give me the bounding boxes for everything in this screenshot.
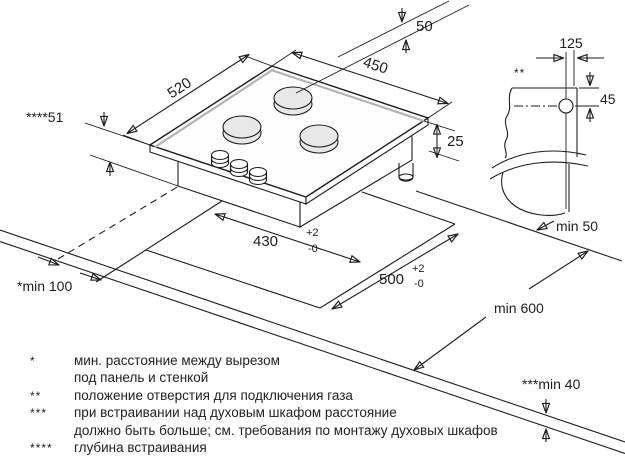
footnote-text: должно быть больше; см. требования по мо…	[74, 422, 498, 438]
dim-25-label: 25	[447, 133, 464, 150]
footnote-row: *** при встраивании над духовым шкафом р…	[30, 404, 600, 421]
cutout-right-edge	[361, 191, 456, 225]
dim-min100: *min 100	[17, 256, 101, 294]
dim-25-ext-1	[423, 120, 456, 132]
knob-3	[248, 166, 268, 186]
control-knobs	[210, 149, 268, 186]
footnote-row: под панель и стенкой	[30, 369, 600, 386]
dim-450-label: 450	[361, 54, 390, 78]
dim-500-label: 500	[379, 271, 404, 288]
dim-min40: ***min 40	[522, 376, 581, 442]
dim-500-tol-plus: +2	[412, 263, 425, 275]
knob-1	[210, 149, 230, 169]
dim-430-tol-plus: +2	[306, 227, 319, 239]
dim-450-line	[292, 53, 448, 104]
worktop-rear-edge	[415, 190, 623, 262]
dim-50: 50	[295, 0, 470, 94]
dim-500-line	[332, 234, 458, 309]
footnote-marker: **	[30, 388, 42, 403]
dim-500-tol-minus: -0	[414, 278, 424, 290]
footnote-text: положение отверстия для подключения газа	[74, 387, 353, 403]
burner-left	[222, 115, 262, 139]
burner-rear	[273, 86, 313, 110]
footnote-marker: ***	[30, 406, 48, 421]
cutout-front-edge	[319, 223, 456, 309]
footnote-text: мин. расстояние между вырезом	[74, 353, 280, 368]
footnote-text: при встраивании над духовым шкафом расст…	[74, 405, 397, 421]
dim-450: 450	[271, 49, 453, 119]
detail-break-curve-2	[489, 161, 589, 180]
footnotes: * мин. расстояние между вырезом под пане…	[30, 352, 600, 456]
min100-label: *min 100	[17, 278, 72, 294]
dim-min50: min 50	[537, 218, 598, 234]
dim-430-label: 430	[253, 233, 278, 250]
dim-450-ext-2	[427, 101, 453, 119]
dim-51-ref-upper	[84, 122, 151, 146]
min600-label: min 600	[494, 300, 544, 316]
footnote-marker: *	[30, 354, 36, 368]
min50-arrow	[537, 220, 555, 230]
gas-hole-detail-view: 125 ** 45	[489, 35, 616, 216]
cutout-rear-edge	[95, 200, 223, 283]
hole-marker-label: **	[514, 66, 525, 80]
min600-arrow-front	[414, 316, 487, 370]
dim-45-label: 45	[600, 91, 616, 107]
dim-50-label: 50	[416, 18, 433, 35]
knob-2	[229, 158, 249, 178]
detail-lower-outline	[501, 171, 566, 216]
min100-arrow-2	[79, 272, 101, 280]
dim-520-ext-2	[244, 55, 273, 67]
footnote-row: ** положение отверстия для подключения г…	[30, 387, 600, 404]
dim-51: ****51	[26, 109, 179, 187]
dim-51-label: ****51	[26, 109, 64, 125]
detail-left-broken-edge	[504, 87, 513, 159]
min100-arrow-1	[37, 256, 59, 265]
min40-label: ***min 40	[522, 376, 581, 392]
knob-top	[210, 149, 230, 161]
dim-500: 500 +2 -0	[332, 234, 458, 309]
dim-50-ref-upper	[337, 0, 450, 58]
knob-top	[248, 166, 268, 178]
footnote-text: глубина встраивания	[74, 440, 207, 456]
dim-125-label: 125	[559, 35, 583, 51]
footnote-row: **** глубина встраивания	[30, 439, 600, 456]
footnote-marker	[30, 422, 74, 424]
footnote-row: * мин. расстояние между вырезом	[30, 352, 600, 369]
dim-25: 25	[423, 120, 464, 162]
dim-min600: min 600	[414, 251, 588, 370]
min600-arrow-rear	[528, 251, 588, 290]
detail-break-curve-1	[491, 150, 587, 169]
gas-pipe-seam	[398, 173, 414, 181]
cutout-left-edge	[145, 249, 321, 309]
footnote-marker	[30, 369, 74, 371]
min50-label: min 50	[556, 218, 598, 234]
gas-hole	[558, 98, 574, 114]
gas-pipe	[398, 163, 414, 182]
worktop-front-edge	[0, 229, 625, 443]
wall-reference-dashed-line	[57, 185, 180, 260]
footnote-text: под панель и стенкой	[74, 370, 209, 386]
footnote-marker: ****	[30, 441, 53, 456]
footnote-row: должно быть больше; см. требования по мо…	[30, 422, 600, 439]
knob-top	[229, 158, 249, 170]
dim-520-line	[127, 55, 249, 134]
dim-50-ref-lower	[295, 4, 470, 94]
dim-430-tol-minus: -0	[308, 243, 318, 255]
dim-25-ext-2	[428, 150, 460, 162]
burner-right	[299, 124, 339, 148]
dim-520-label: 520	[164, 74, 194, 102]
dim-51-ref-lower	[89, 154, 179, 187]
